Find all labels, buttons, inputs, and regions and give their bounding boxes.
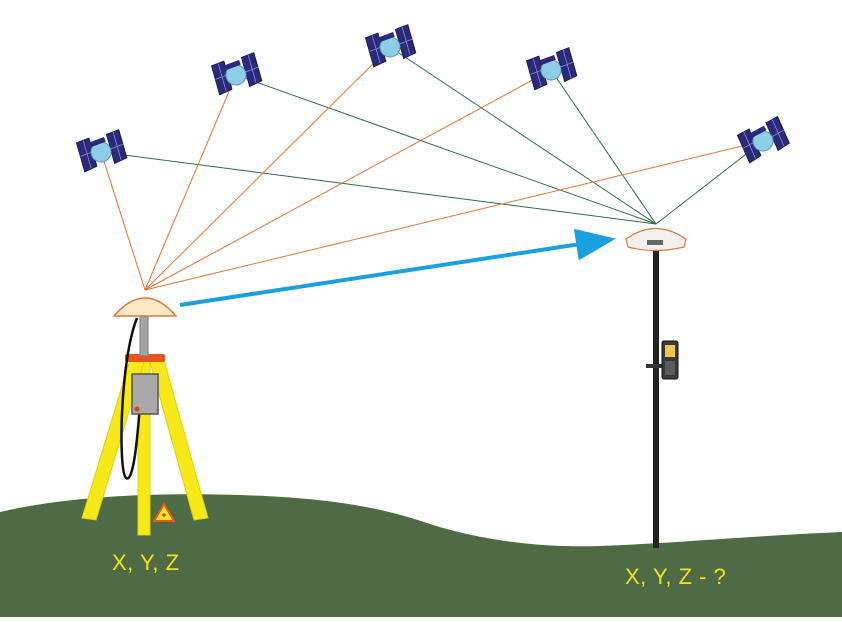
satellite-icon bbox=[210, 51, 264, 96]
rover-signal-line bbox=[389, 46, 657, 225]
correction-arrow bbox=[179, 228, 616, 307]
survey-benchmark-icon bbox=[152, 502, 176, 522]
satellites bbox=[75, 23, 792, 173]
gnss-base-receiver-icon bbox=[112, 297, 178, 317]
satellite-signals bbox=[100, 46, 764, 291]
gnss-rover-receiver-icon bbox=[625, 228, 687, 252]
rover-signal-line bbox=[550, 69, 657, 225]
satellite-icon bbox=[735, 115, 792, 165]
rover-pole bbox=[653, 248, 659, 548]
base-signal-line bbox=[144, 69, 552, 291]
tripod-head bbox=[125, 354, 165, 362]
antenna-cable bbox=[120, 317, 142, 480]
ground-hill bbox=[0, 494, 842, 617]
field-controller-icon bbox=[646, 340, 679, 380]
satellite-icon bbox=[525, 46, 579, 91]
base-signal-line bbox=[144, 46, 391, 291]
base-signal-line bbox=[144, 140, 764, 291]
rover-signal-line bbox=[100, 151, 657, 225]
satellite-icon bbox=[75, 128, 129, 173]
rover-signal-line bbox=[655, 140, 764, 225]
satellite-icon bbox=[364, 23, 418, 68]
base-station bbox=[81, 297, 209, 536]
rover-signal-line bbox=[235, 74, 657, 225]
base-signal-line bbox=[100, 151, 146, 291]
base-signal-line bbox=[144, 74, 237, 291]
rover bbox=[625, 228, 687, 548]
rover-coordinates-label: X, Y, Z - ? bbox=[625, 564, 727, 589]
antenna-mast bbox=[139, 315, 149, 357]
base-coordinates-label: X, Y, Z bbox=[112, 550, 180, 575]
